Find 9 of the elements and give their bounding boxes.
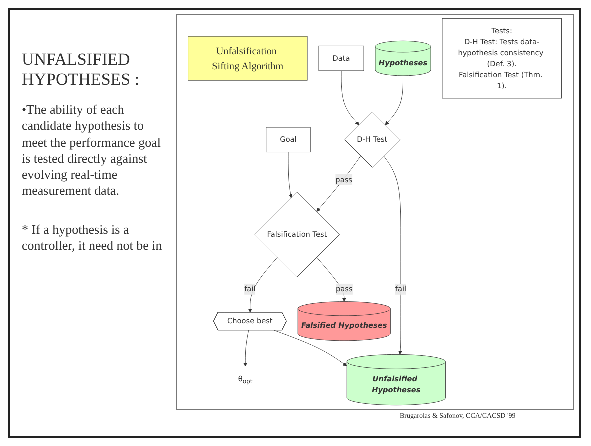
node-box xyxy=(188,36,308,81)
node-box xyxy=(266,127,311,153)
node-box xyxy=(442,18,562,99)
node-diamond xyxy=(344,112,401,168)
side-heading: UNFALSIFIED HYPOTHESES : xyxy=(22,50,141,90)
node-diamond xyxy=(254,192,340,278)
node-box xyxy=(318,46,364,72)
side-paragraph: •The ability of each candidate hypothesis to meet the performance goal is tested directly against evolving real-time measurement data. xyxy=(22,102,162,200)
side-note: * If a hypothesis is a controller, it need not be in xyxy=(22,222,164,254)
